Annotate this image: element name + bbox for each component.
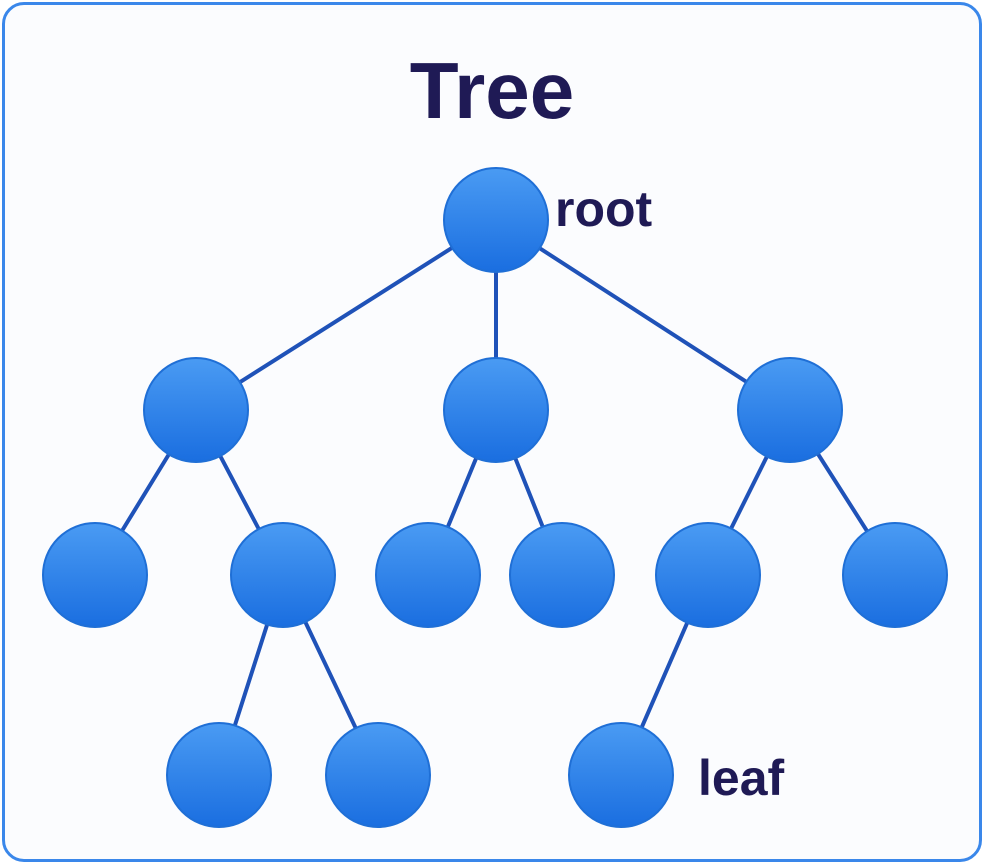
tree-node-a2x <box>166 722 272 828</box>
edges-layer <box>93 218 897 777</box>
diagram-title: Tree <box>409 46 575 135</box>
tree-node-root <box>443 167 549 273</box>
tree-node-a1 <box>42 522 148 628</box>
edge-root-a <box>194 218 498 412</box>
tree-node-c2 <box>842 522 948 628</box>
tree-node-b2 <box>509 522 615 628</box>
nodes-layer <box>42 167 948 828</box>
tree-node-b <box>443 357 549 463</box>
root-label: root <box>555 181 653 237</box>
tree-node-a2 <box>230 522 336 628</box>
edge-root-c <box>494 218 792 412</box>
tree-node-c1x <box>568 722 674 828</box>
tree-node-b1 <box>375 522 481 628</box>
tree-node-a2y <box>325 722 431 828</box>
leaf-label: leaf <box>698 750 785 806</box>
tree-node-a <box>143 357 249 463</box>
tree-node-c1 <box>655 522 761 628</box>
tree-node-c <box>737 357 843 463</box>
